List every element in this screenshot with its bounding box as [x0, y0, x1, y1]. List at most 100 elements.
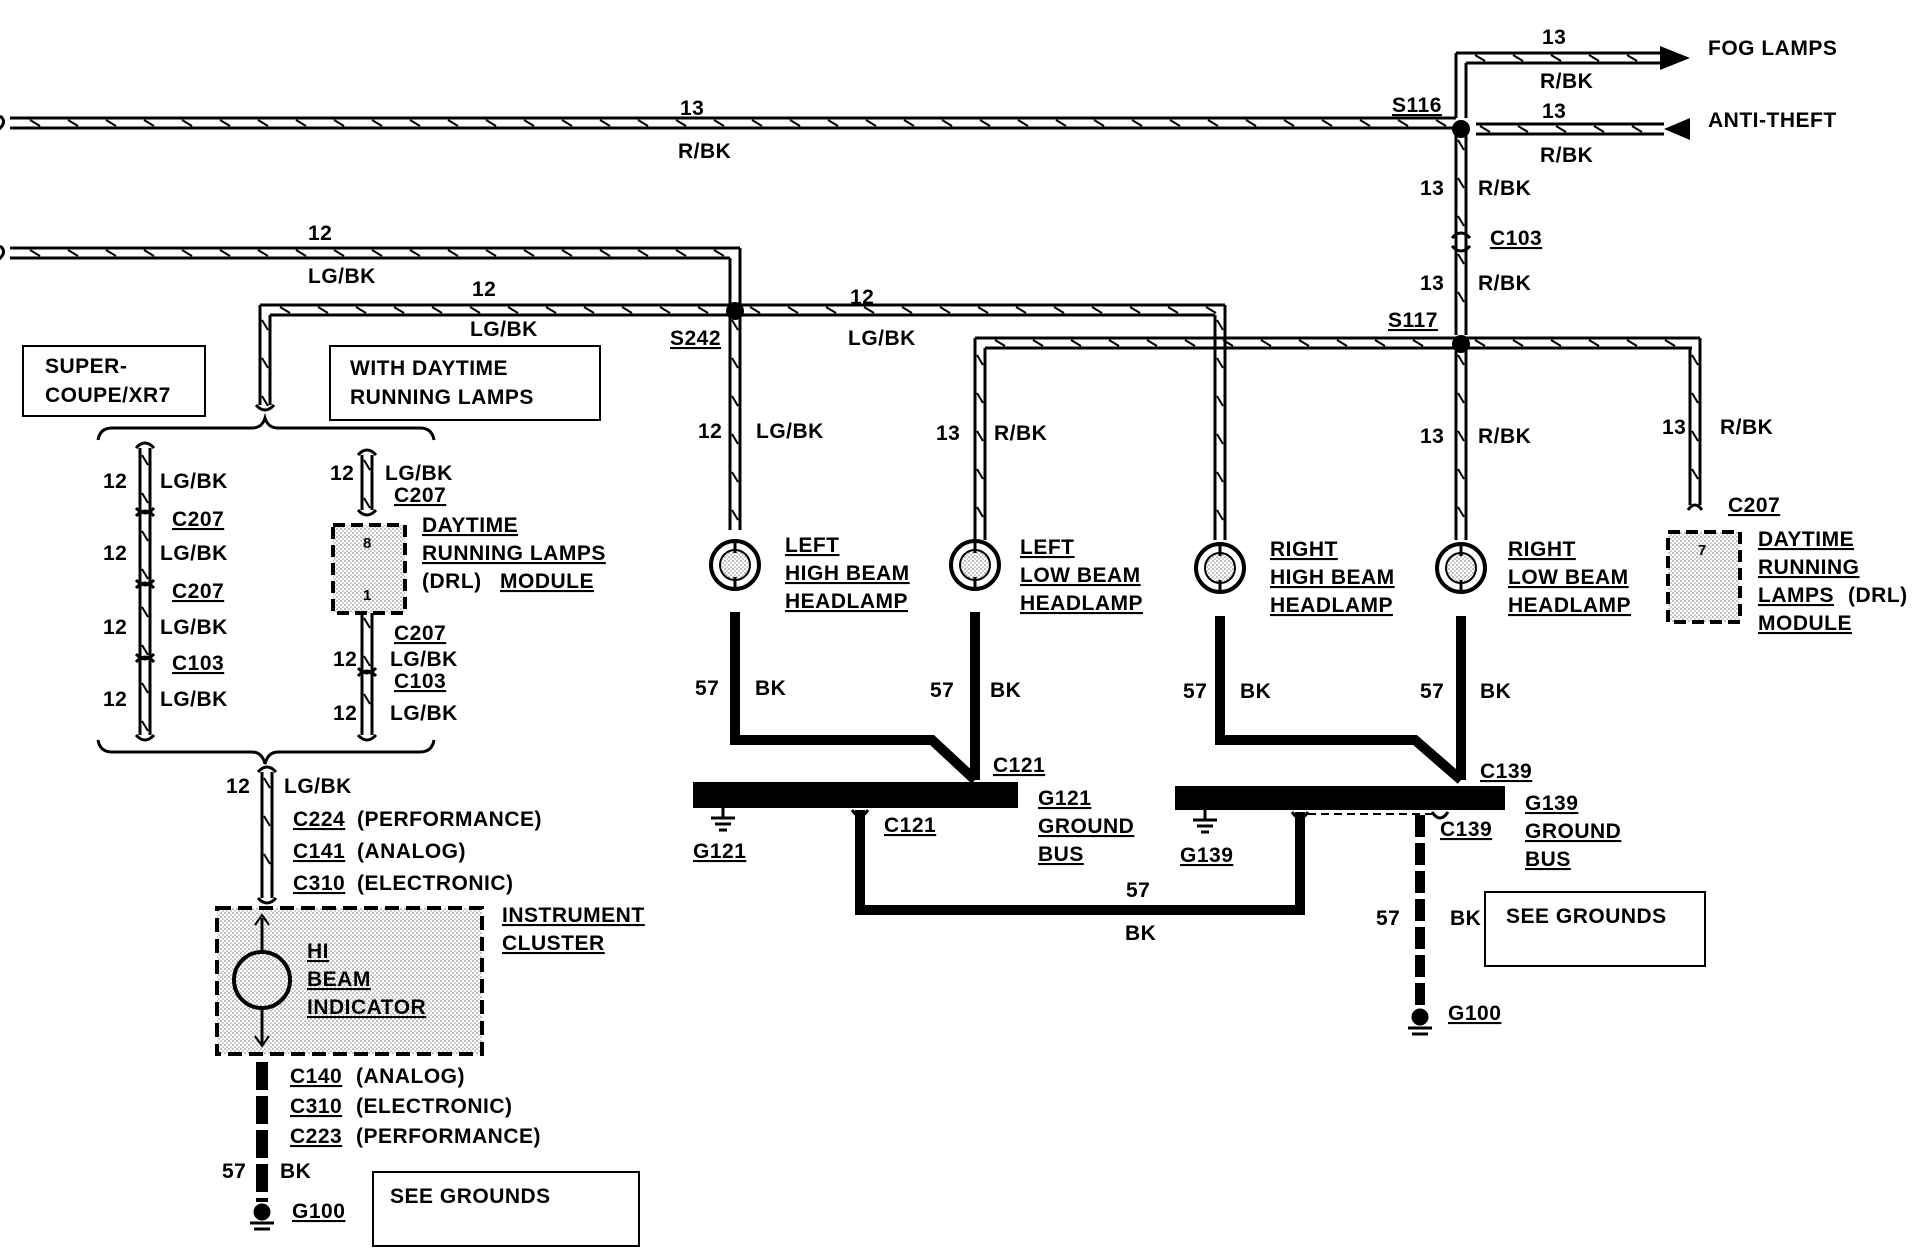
wire-label-bk-ll: BK: [990, 679, 1021, 702]
note-performance-1: (PERFORMANCE): [357, 808, 542, 831]
sc-lgbk-b: LG/BK: [160, 542, 228, 565]
wire-label-rbk-vert2: R/BK: [1478, 272, 1531, 295]
g139-bus-label-3: BUS: [1525, 848, 1571, 871]
variant-super-label-2: COUPE/XR7: [45, 384, 171, 407]
wire-label-13-anti: 13: [1542, 100, 1566, 123]
sc-c103: C103: [172, 652, 224, 675]
left-low-label-1: LEFT: [1020, 536, 1075, 559]
sc-c207-b: C207: [172, 580, 224, 603]
sc-12-c: 12: [103, 616, 127, 639]
wire-label-bk-rh: BK: [1240, 680, 1271, 703]
conn-c310-a: C310: [293, 872, 345, 895]
wire-label-57-ll: 57: [930, 679, 954, 702]
drl-right-label-3a: LAMPS: [1758, 584, 1834, 607]
wire-label-rbk-drl: R/BK: [1720, 416, 1773, 439]
drl-c103: C103: [394, 670, 446, 693]
wire-label-rbk-anti: R/BK: [1540, 144, 1593, 167]
drl-lgbk-a: LG/BK: [385, 462, 453, 485]
wire-label-rbk-vert1: R/BK: [1478, 177, 1531, 200]
fog-lamps-label: FOG LAMPS: [1708, 37, 1837, 60]
left-high-label-1: LEFT: [785, 534, 840, 557]
connector-c121-top: C121: [993, 754, 1045, 777]
variant-box-daytime: [329, 345, 601, 421]
connector-c103-top: C103: [1490, 227, 1542, 250]
wire-label-13-top: 13: [680, 97, 704, 120]
drl-12-c: 12: [333, 702, 357, 725]
left-high-label-3: HEADLAMP: [785, 590, 908, 613]
cluster-feed-wire: [256, 765, 278, 905]
wire-hash-marks: [29, 54, 1699, 865]
super-coupe-wire: [134, 441, 156, 742]
wire-label-lgbk-top: LG/BK: [308, 265, 376, 288]
wire-label-bk-g100r: BK: [1450, 907, 1481, 930]
wire-label-rbk-ll: R/BK: [994, 422, 1047, 445]
sc-12-b: 12: [103, 542, 127, 565]
connector-c139-top: C139: [1480, 760, 1532, 783]
drl-left-label-1: DAYTIME: [422, 514, 518, 537]
g121-bus-label-2: GROUND: [1038, 815, 1134, 838]
drl-module-right: [1666, 530, 1742, 624]
wire-label-57-rh: 57: [1183, 680, 1207, 703]
conn-c223: C223: [290, 1125, 342, 1148]
drl-right-label-4: MODULE: [1758, 612, 1852, 635]
sc-lgbk-a: LG/BK: [160, 470, 228, 493]
connector-c207-drl-right: C207: [1728, 494, 1780, 517]
conn-c224: C224: [293, 808, 345, 831]
drl-left-label-3b: MODULE: [500, 570, 594, 593]
note-analog-2: (ANALOG): [356, 1065, 465, 1088]
g121-bus-label-1: G121: [1038, 787, 1091, 810]
wire-label-rbk-rl: R/BK: [1478, 425, 1531, 448]
wire-label-57-bus: 57: [1126, 879, 1150, 902]
variant-box-super-coupe: [22, 345, 206, 417]
drl-12-a: 12: [330, 462, 354, 485]
drl-right-label-3b: (DRL): [1848, 584, 1908, 607]
sc-c207-a: C207: [172, 508, 224, 531]
wire-label-13-ll: 13: [936, 422, 960, 445]
sc-12-a: 12: [103, 470, 127, 493]
sc-lgbk-c: LG/BK: [160, 616, 228, 639]
ground-symbol-g121: [711, 808, 735, 832]
drl-module-left: [331, 523, 407, 615]
bracket-bottom: [96, 739, 436, 765]
wire-label-13-fog: 13: [1542, 26, 1566, 49]
circuit-13-wires: [0, 46, 1704, 540]
see-grounds-right: SEE GROUNDS: [1506, 905, 1667, 928]
drl-lgbk-b: LG/BK: [390, 648, 458, 671]
see-grounds-box-left: [372, 1171, 640, 1247]
see-grounds-box-right: [1484, 891, 1706, 967]
drl-lgbk-c: LG/BK: [390, 702, 458, 725]
wire-label-bk-bus: BK: [1125, 922, 1156, 945]
drl-right-pin: 7: [1698, 542, 1707, 559]
wire-label-57-rl: 57: [1420, 680, 1444, 703]
hi-beam-indicator-lamp: [232, 913, 292, 1048]
left-low-beam-lamp: [949, 539, 1001, 591]
anti-theft-label: ANTI-THEFT: [1708, 109, 1837, 132]
connector-c121-bottom: C121: [884, 814, 936, 837]
wire-label-12-right: 12: [850, 286, 874, 309]
right-high-beam-lamp: [1194, 542, 1246, 594]
g139-bus-label-2: GROUND: [1525, 820, 1621, 843]
drl-12-b: 12: [333, 648, 357, 671]
wire-label-12-top: 12: [308, 222, 332, 245]
wire-label-lgbk-mid: LG/BK: [470, 318, 538, 341]
wire-label-13-vert1: 13: [1420, 177, 1444, 200]
wire-label-rbk-fog: R/BK: [1540, 70, 1593, 93]
cluster-label-2: CLUSTER: [502, 932, 605, 955]
splice-s116-dot: [1452, 120, 1470, 138]
variant-super-label-1: SUPER-: [45, 355, 127, 378]
wire-label-lgbk-lh: LG/BK: [756, 420, 824, 443]
wire-label-13-vert2: 13: [1420, 272, 1444, 295]
sc-lgbk-d: LG/BK: [160, 688, 228, 711]
note-electronic-2: (ELECTRONIC): [356, 1095, 513, 1118]
g121-bus-label-3: BUS: [1038, 843, 1084, 866]
sc-12-d: 12: [103, 688, 127, 711]
wire-label-13-drl: 13: [1662, 416, 1686, 439]
right-low-beam-lamp: [1435, 542, 1487, 594]
g139-bus-label-1: G139: [1525, 792, 1578, 815]
ground-g121-label: G121: [693, 840, 746, 863]
right-high-label-1: RIGHT: [1270, 538, 1338, 561]
cluster-label-1: INSTRUMENT: [502, 904, 645, 927]
wire-label-57-g100r: 57: [1376, 907, 1400, 930]
wire-label-rbk-top: R/BK: [678, 140, 731, 163]
